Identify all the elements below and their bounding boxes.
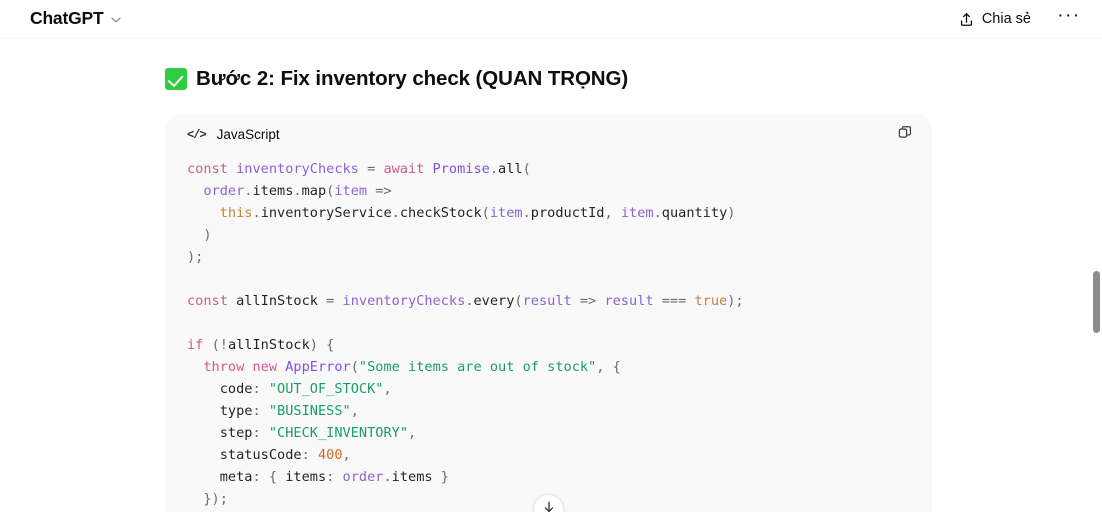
conversation-scroll-area[interactable]: Bước 2: Fix inventory check (QUAN TRỌNG)… [0,39,1102,512]
share-button-label: Chia sẻ [981,11,1031,27]
code-language-label: JavaScript [216,127,280,142]
code-block: </> JavaScript const inventoryChecks [165,114,932,512]
model-selector-button[interactable]: ChatGPT [28,7,129,31]
upload-share-icon [958,11,975,28]
app-title: ChatGPT [30,8,104,29]
share-button[interactable]: Chia sẻ [949,6,1040,33]
code-block-body: const inventoryChecks = await Promise.al… [165,155,932,512]
source-code: const inventoryChecks = await Promise.al… [187,159,910,512]
white-check-mark-icon [165,68,187,90]
page-title: Bước 2: Fix inventory check (QUAN TRỌNG) [196,67,629,90]
copy-icon [897,124,913,145]
code-block-header: </> JavaScript [165,114,932,155]
assistant-message: Bước 2: Fix inventory check (QUAN TRỌNG)… [165,67,933,512]
top-bar: ChatGPT Chia sẻ ··· [0,0,1102,39]
code-lines: const inventoryChecks = await Promise.al… [187,161,744,507]
code-language-group: </> JavaScript [187,127,280,142]
arrow-down-icon [541,499,557,512]
more-options-button[interactable]: ··· [1057,5,1081,26]
message-heading: Bước 2: Fix inventory check (QUAN TRỌNG) [165,67,933,91]
page-scrollbar[interactable] [1090,39,1102,512]
code-tag-icon: </> [187,127,207,142]
top-bar-actions: Chia sẻ ··· [949,4,1084,34]
chevron-down-icon [109,13,123,27]
scroll-to-bottom-button[interactable] [533,494,564,512]
copy-code-button[interactable] [892,122,918,148]
scrollbar-thumb[interactable] [1093,271,1100,333]
